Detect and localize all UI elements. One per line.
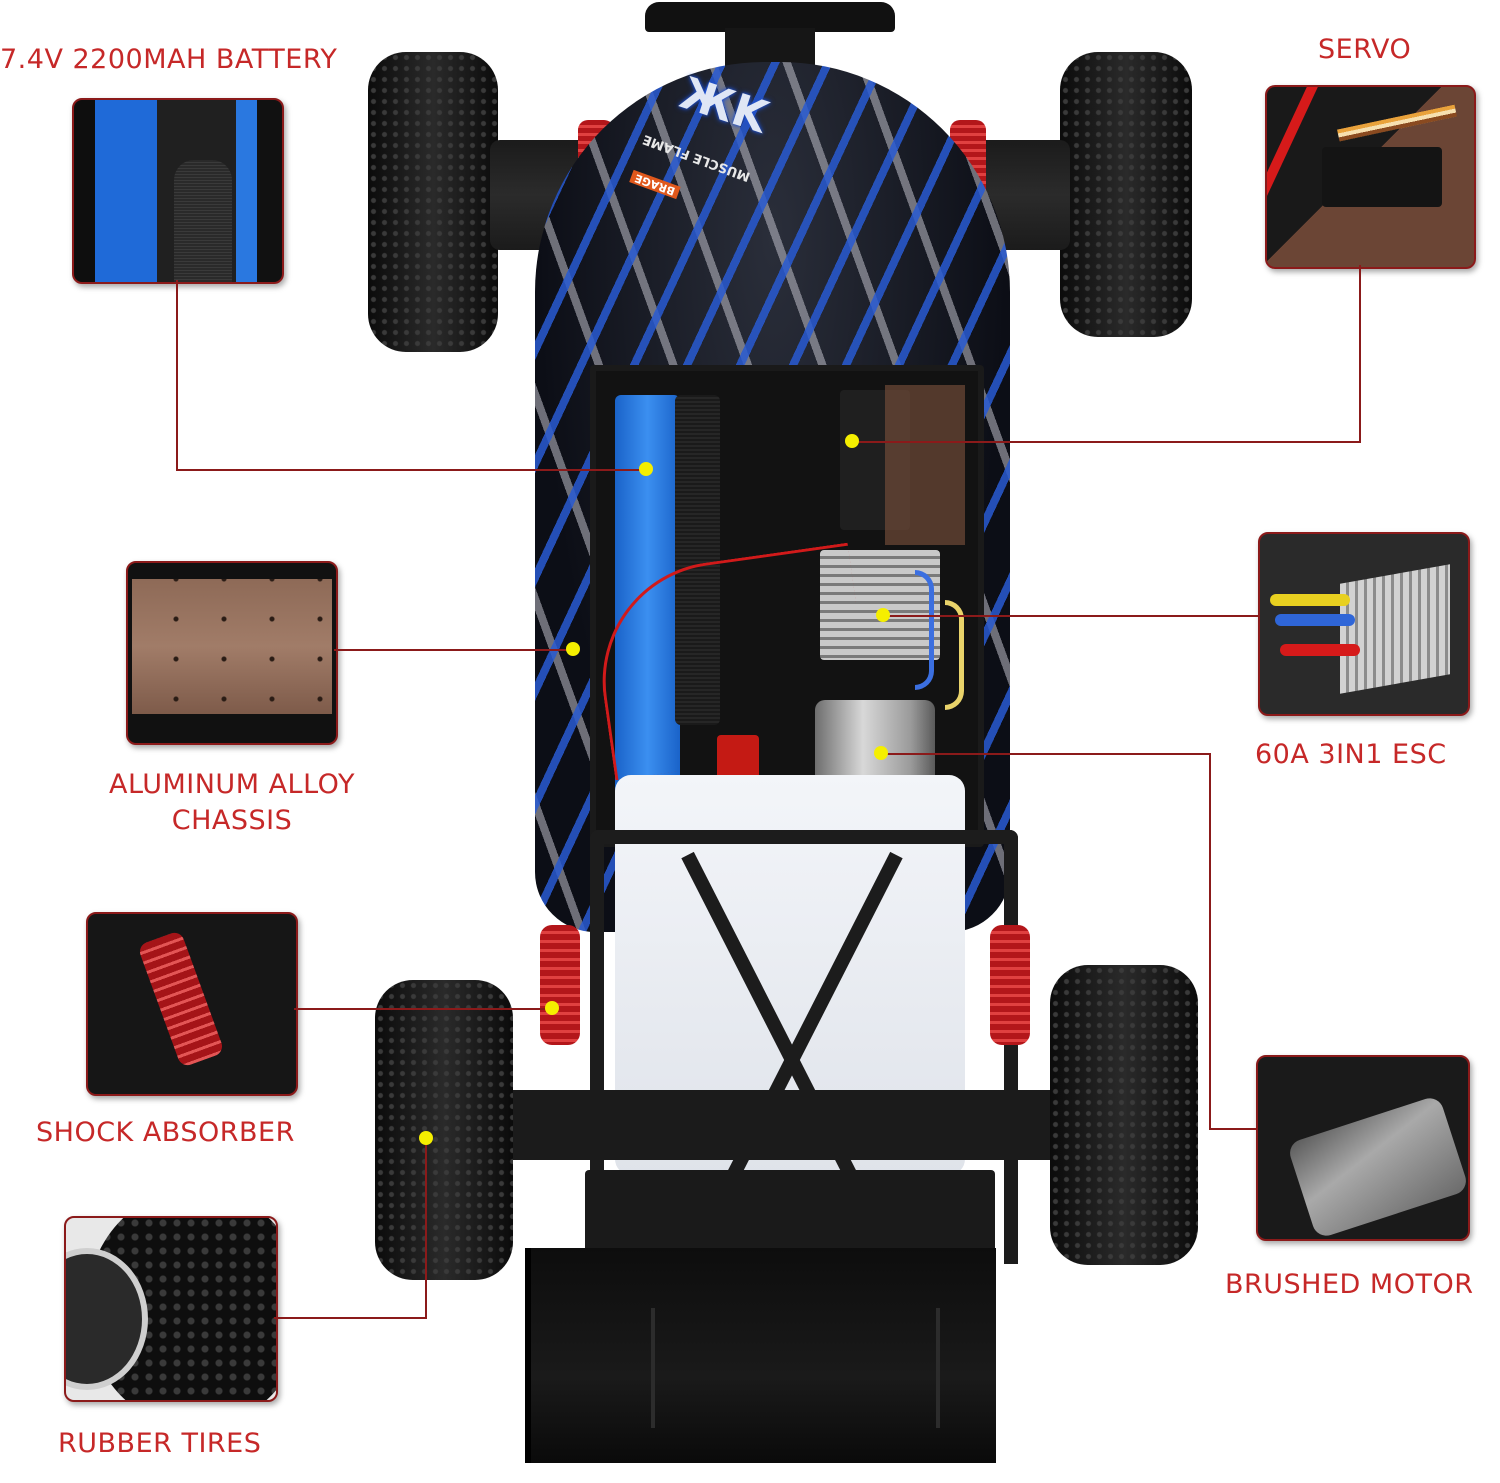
motor-leader-h bbox=[886, 753, 1211, 755]
battery-closeup-strap bbox=[174, 160, 232, 282]
battery-closeup bbox=[72, 98, 284, 284]
battery-strap bbox=[675, 395, 720, 725]
servo-leader-v bbox=[1359, 265, 1361, 443]
esc-closeup bbox=[1258, 532, 1470, 716]
tires-leader-v bbox=[425, 1138, 427, 1318]
esc-marker bbox=[876, 608, 890, 622]
servo-label: SERVO bbox=[1318, 34, 1412, 65]
tire-closeup bbox=[64, 1216, 278, 1402]
front-bumper bbox=[645, 2, 895, 32]
tires-label: RUBBER TIRES bbox=[58, 1428, 262, 1459]
motor-closeup bbox=[1256, 1055, 1470, 1241]
motor-leader-v bbox=[1209, 753, 1211, 1130]
battery-leader-h bbox=[176, 469, 646, 471]
rc-car: ЖK MUSCLE FLAME BRAGE bbox=[360, 0, 1200, 1483]
tires-marker bbox=[419, 1131, 433, 1145]
esc-label: 60A 3IN1 ESC bbox=[1255, 739, 1447, 770]
esc-closeup-wire-red bbox=[1280, 644, 1360, 656]
esc-closeup-heatsink bbox=[1340, 564, 1450, 694]
motor-closeup-can bbox=[1286, 1094, 1468, 1239]
motor-marker bbox=[874, 746, 888, 760]
shock-label: SHOCK ABSORBER bbox=[36, 1117, 295, 1148]
rear-right-tire bbox=[1050, 965, 1198, 1265]
front-left-tire bbox=[368, 52, 498, 352]
servo-marker bbox=[845, 434, 859, 448]
battery-marker bbox=[639, 462, 653, 476]
rear-wing bbox=[525, 1248, 996, 1463]
motor-label: BRUSHED MOTOR bbox=[1225, 1269, 1474, 1300]
battery-label: 7.4V 2200MAH BATTERY bbox=[0, 44, 338, 75]
chassis-closeup bbox=[126, 561, 338, 745]
servo-leader-h bbox=[858, 441, 1361, 443]
rear-left-tire bbox=[375, 980, 513, 1280]
battery-leader-v bbox=[176, 280, 178, 470]
rear-frame bbox=[585, 1170, 995, 1260]
shock-marker bbox=[545, 1001, 559, 1015]
chassis-leader-h bbox=[334, 649, 574, 651]
rear-shock-left bbox=[540, 925, 580, 1045]
esc-leader-h bbox=[888, 615, 1258, 617]
shock-closeup bbox=[86, 912, 298, 1096]
shock-leader-h bbox=[294, 1008, 549, 1010]
esc-closeup-wire-blue bbox=[1275, 614, 1355, 626]
chassis-marker bbox=[566, 642, 580, 656]
chassis-label-line2: CHASSIS bbox=[171, 805, 293, 836]
chassis-closeup-plate bbox=[132, 579, 332, 714]
wire-blue bbox=[915, 570, 934, 690]
shock-closeup-spring bbox=[137, 930, 225, 1068]
esc-heatsink bbox=[820, 550, 940, 660]
servo-closeup-wire-red bbox=[1267, 87, 1319, 223]
chassis-label: ALUMINUM ALLOY CHASSIS bbox=[92, 767, 372, 839]
rear-shock-right bbox=[990, 925, 1030, 1045]
wing-endplate-left bbox=[651, 1308, 655, 1428]
wing-endplate-right bbox=[936, 1308, 940, 1428]
tire-closeup-tread bbox=[86, 1218, 276, 1400]
esc-closeup-wire-yellow bbox=[1270, 594, 1350, 606]
wood-plate bbox=[885, 385, 965, 545]
servo-closeup-body bbox=[1322, 147, 1442, 207]
servo-closeup bbox=[1265, 85, 1476, 269]
servo-closeup-wire-harness bbox=[1337, 104, 1457, 142]
rear-suspension bbox=[500, 1090, 1060, 1160]
motor-leader-h2 bbox=[1209, 1128, 1256, 1130]
chassis-label-line1: ALUMINUM ALLOY bbox=[109, 769, 355, 800]
tires-leader-h bbox=[274, 1317, 427, 1319]
front-right-tire bbox=[1060, 52, 1192, 337]
